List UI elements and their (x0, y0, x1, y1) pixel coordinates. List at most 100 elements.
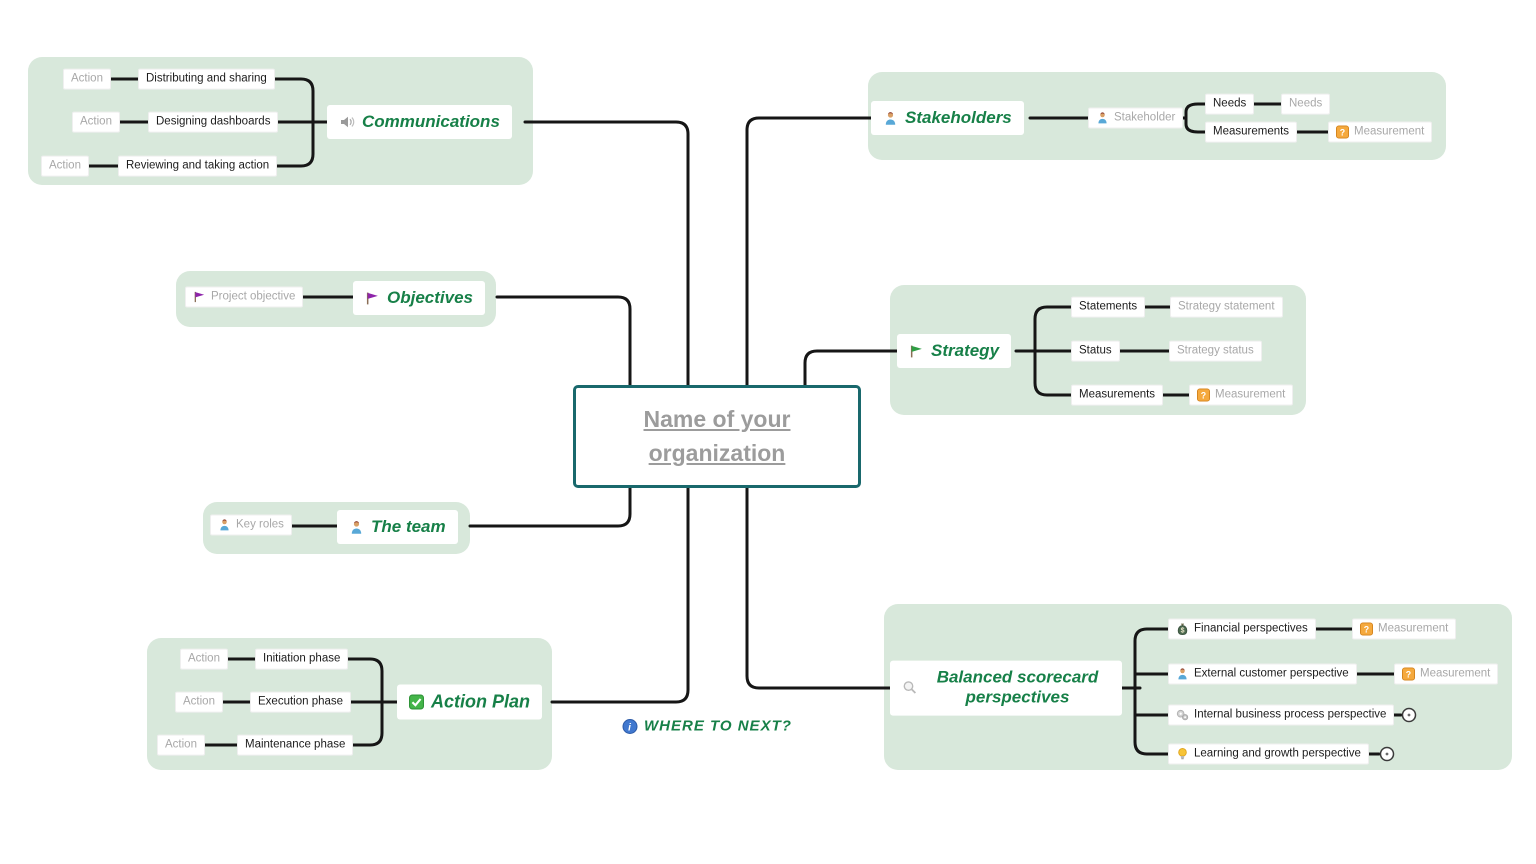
connector-team (468, 486, 632, 528)
main-topic-label: Balanced scorecard perspectives (936, 667, 1099, 707)
subtopic-label: Initiation phase (263, 652, 341, 665)
connector-balanced-scorecard (745, 486, 892, 690)
subtopic-measurements[interactable]: Measurements (1205, 121, 1298, 143)
subtopic-label: Stakeholder (1114, 111, 1176, 124)
action-node[interactable]: Action (63, 68, 111, 90)
collapse-indicator-dot (1407, 713, 1411, 717)
main-topic-action-plan[interactable]: Action Plan (397, 684, 543, 720)
connector-communications (523, 120, 690, 387)
subtopic-project-objective[interactable]: Project objective (185, 286, 304, 308)
subtopic-label: Designing dashboards (156, 115, 271, 128)
detail-label: Measurement (1420, 667, 1491, 680)
subtopic-needs[interactable]: Needs (1205, 93, 1255, 115)
speaker-icon (339, 114, 355, 130)
action-label: Action (71, 72, 103, 85)
where-to-next-label: WHERE TO NEXT? (644, 717, 792, 735)
connector-bsc-bus (1133, 627, 1177, 756)
svg-text:i: i (628, 722, 632, 733)
moneybag-icon: $ (1176, 623, 1189, 636)
action-label: Action (188, 652, 220, 665)
detail-strategy-statement[interactable]: Strategy statement (1170, 296, 1283, 318)
action-label: Action (183, 695, 215, 708)
action-node[interactable]: Action (180, 648, 228, 670)
person-icon (218, 519, 231, 532)
action-node[interactable]: Action (72, 111, 120, 133)
subtopic-designing-dashboards[interactable]: Designing dashboards (148, 111, 279, 133)
subtopic-initiation-phase[interactable]: Initiation phase (255, 648, 349, 670)
subtopic-learning-and-growth-perspective[interactable]: Learning and growth perspective (1168, 743, 1369, 765)
detail-label: Measurement (1215, 388, 1286, 401)
main-topic-label: The team (371, 517, 446, 536)
subtopic-external-customer-perspective[interactable]: External customer perspective (1168, 663, 1357, 685)
action-label: Action (49, 159, 81, 172)
subtopic-execution-phase[interactable]: Execution phase (250, 691, 352, 713)
detail-measurement[interactable]: ? Measurement (1394, 663, 1499, 685)
person-icon (1096, 112, 1109, 125)
action-node[interactable]: Action (175, 691, 223, 713)
subtopic-measurements[interactable]: Measurements (1071, 384, 1164, 406)
detail-needs[interactable]: Needs (1281, 93, 1331, 115)
detail-measurement[interactable]: ? Measurement (1328, 121, 1433, 143)
main-topic-label: Communications (362, 112, 500, 131)
subtopic-label: Measurements (1079, 388, 1156, 401)
lightbulb-icon (1176, 748, 1189, 761)
subtopic-label: Reviewing and taking action (126, 159, 270, 172)
subtopic-statements[interactable]: Statements (1071, 296, 1146, 318)
detail-measurement[interactable]: ? Measurement (1189, 384, 1294, 406)
action-node[interactable]: Action (41, 155, 89, 177)
main-topic-communications[interactable]: Communications (327, 105, 512, 139)
subtopic-label: Financial perspectives (1194, 622, 1308, 635)
subtopic-status[interactable]: Status (1071, 340, 1120, 362)
subtopic-distributing-and-sharing[interactable]: Distributing and sharing (138, 68, 275, 90)
main-topic-team[interactable]: The team (337, 510, 458, 544)
detail-measurement[interactable]: ? Measurement (1352, 618, 1457, 640)
person-icon (1176, 668, 1189, 681)
detail-label: Measurement (1354, 125, 1425, 138)
svg-text:?: ? (1340, 127, 1345, 137)
action-node[interactable]: Action (157, 734, 205, 756)
detail-label: Strategy status (1177, 344, 1254, 357)
subtopic-label: Maintenance phase (245, 738, 346, 751)
subtopic-label: Project objective (211, 290, 296, 303)
purple-flag-icon (365, 291, 380, 306)
subtopic-label: Internal business process perspective (1194, 708, 1387, 721)
svg-text:?: ? (1406, 669, 1411, 679)
subtopic-label: Learning and growth perspective (1194, 747, 1361, 760)
connector-stakeholder-bus (1184, 102, 1214, 134)
purple-flag-icon (193, 291, 206, 304)
subtopic-stakeholder[interactable]: Stakeholder (1088, 107, 1184, 129)
main-topic-label: Stakeholders (905, 108, 1012, 127)
connector-strategy (803, 349, 899, 387)
info-icon: i (622, 718, 638, 734)
central-topic-label: Name of your organization (643, 406, 791, 466)
connector-objectives (495, 295, 632, 387)
svg-text:?: ? (1201, 390, 1206, 400)
main-topic-strategy[interactable]: Strategy (897, 334, 1012, 368)
main-topic-balanced-scorecard[interactable]: Balanced scorecard perspectives (890, 660, 1122, 716)
collapse-indicator-dot (1385, 752, 1389, 756)
central-topic[interactable]: Name of your organization (573, 385, 861, 488)
main-topic-stakeholders[interactable]: Stakeholders (871, 101, 1024, 135)
orange-question-icon: ? (1336, 125, 1349, 139)
connector-stakeholders (745, 116, 873, 387)
subtopic-financial-perspectives[interactable]: $ Financial perspectives (1168, 618, 1316, 640)
orange-question-icon: ? (1360, 622, 1373, 636)
detail-label: Measurement (1378, 622, 1449, 635)
subtopic-key-roles[interactable]: Key roles (210, 514, 292, 536)
subtopic-maintenance-phase[interactable]: Maintenance phase (237, 734, 354, 756)
action-label: Action (165, 738, 197, 751)
subtopic-label: External customer perspective (1194, 667, 1349, 680)
where-to-next-note[interactable]: i WHERE TO NEXT? (622, 718, 792, 735)
svg-text:$: $ (1181, 627, 1185, 634)
main-topic-label: Action Plan (431, 691, 531, 712)
main-topic-label: Objectives (387, 288, 473, 307)
detail-label: Needs (1289, 97, 1323, 110)
subtopic-label: Status (1079, 344, 1112, 357)
subtopic-internal-business-process-perspective[interactable]: Internal business process perspective (1168, 704, 1395, 726)
detail-strategy-status[interactable]: Strategy status (1169, 340, 1262, 362)
svg-text:?: ? (1364, 624, 1369, 634)
main-topic-objectives[interactable]: Objectives (353, 281, 485, 315)
connector-action-plan (550, 486, 690, 704)
subtopic-reviewing-and-taking-action[interactable]: Reviewing and taking action (118, 155, 278, 177)
